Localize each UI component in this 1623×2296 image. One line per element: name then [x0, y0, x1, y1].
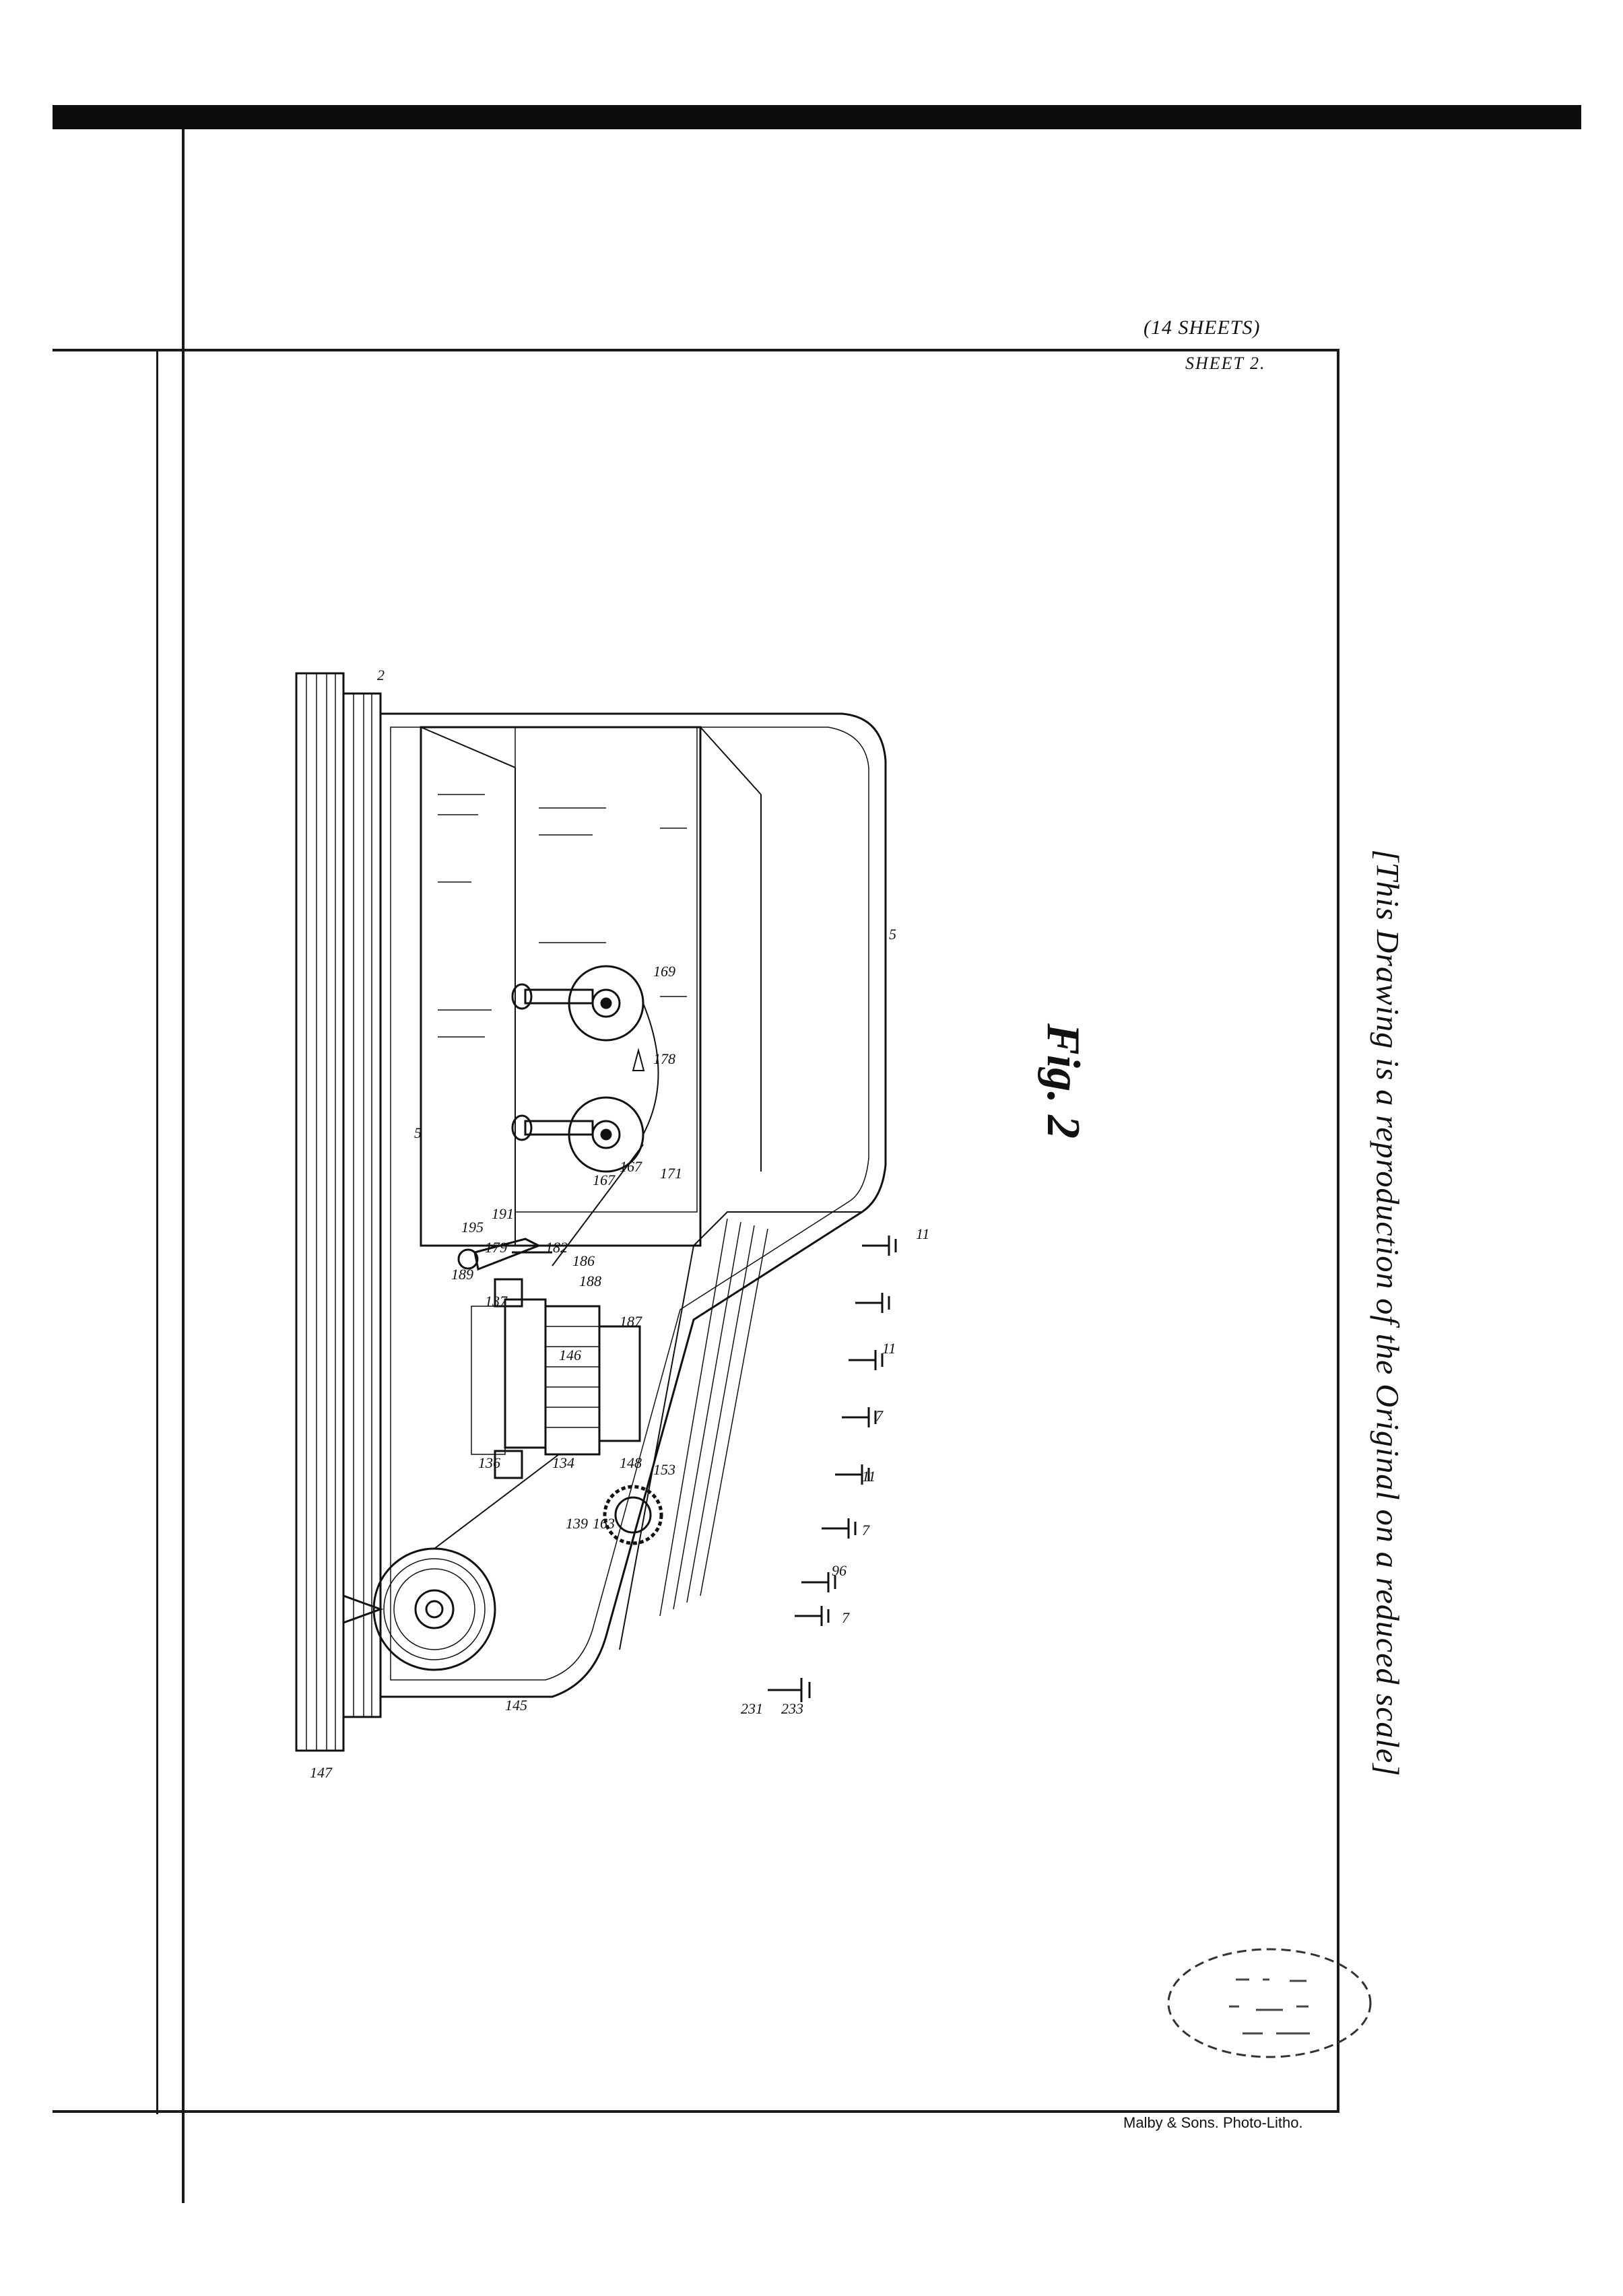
- ref-7-b: 7: [862, 1522, 870, 1539]
- case-body: [379, 712, 887, 1698]
- tape-line-167: [552, 1144, 644, 1267]
- ref-11-a: 11: [916, 1225, 929, 1242]
- top-border-bar: [53, 105, 1581, 129]
- left-margin-line: [182, 129, 185, 2203]
- printer-credit: Malby & Sons. Photo-Litho.: [1123, 2114, 1303, 2131]
- spool-169: [511, 965, 644, 1042]
- ref-163: 163: [593, 1515, 615, 1532]
- pin-178: [632, 1048, 645, 1071]
- ref-191: 191: [492, 1205, 514, 1222]
- frame-top-line: [53, 349, 1339, 351]
- left-outer-frame-line: [156, 350, 158, 2114]
- ref-137: 137: [485, 1293, 508, 1310]
- ref-11-c: 11: [862, 1468, 875, 1485]
- ref-189: 189: [451, 1266, 473, 1283]
- ref-167-b: 167: [593, 1172, 616, 1188]
- lever-assembly: [457, 1238, 552, 1271]
- sheets-count-label: (14 SHEETS): [1144, 316, 1261, 339]
- ref-145: 145: [505, 1697, 527, 1714]
- ref-179: 179: [485, 1239, 507, 1256]
- ref-147: 147: [310, 1764, 333, 1781]
- frame-bottom-line: [53, 2110, 1339, 2113]
- ref-134: 134: [552, 1454, 574, 1471]
- ref-11-b: 11: [882, 1340, 896, 1357]
- caption-container: [This Drawing is a reproduction of the O…: [1357, 768, 1418, 1858]
- key-feet: [768, 1236, 897, 1702]
- paper-strip: [434, 1454, 560, 1549]
- ref-169: 169: [653, 963, 675, 980]
- ref-5-upper: 5: [414, 1124, 422, 1141]
- ref-96: 96: [832, 1562, 847, 1579]
- ref-182: 182: [545, 1239, 568, 1256]
- ref-167-a: 167: [620, 1158, 642, 1175]
- ref-195: 195: [461, 1219, 484, 1236]
- ref-178: 178: [653, 1050, 675, 1067]
- paper-roll-145: [342, 1547, 496, 1671]
- ref-139: 139: [566, 1515, 588, 1532]
- ref-7-c: 7: [842, 1609, 850, 1626]
- ref-153: 153: [653, 1461, 675, 1478]
- ref-5-lower: 5: [889, 926, 896, 943]
- reproduction-caption: [This Drawing is a reproduction of the O…: [1369, 849, 1405, 1777]
- printing-wheels: [471, 1278, 641, 1479]
- ref-233: 233: [781, 1700, 803, 1717]
- ref-146: 146: [559, 1347, 581, 1363]
- frame-right-line: [1337, 349, 1339, 2113]
- gear-wheel: [603, 1485, 663, 1545]
- ref-7-a: 7: [875, 1407, 884, 1424]
- sheet-number-label: SHEET 2.: [1185, 353, 1266, 373]
- ref-186: 186: [572, 1252, 595, 1269]
- ref-188: 188: [579, 1273, 601, 1289]
- ref-136: 136: [478, 1454, 500, 1471]
- patent-drawing-fig2: 2 5 5 169 178 171 167 167 191 195 189 17…: [295, 667, 929, 1781]
- top-rail: [295, 672, 382, 1752]
- figure-label: Fig. 2: [1037, 1023, 1089, 1139]
- ref-187: 187: [620, 1313, 642, 1330]
- ref-231: 231: [741, 1700, 763, 1717]
- ref-171: 171: [660, 1165, 682, 1182]
- ref-2: 2: [377, 667, 385, 683]
- library-stamp: [1167, 1948, 1372, 2058]
- tape-loop: [642, 1003, 659, 1135]
- ref-148: 148: [620, 1454, 642, 1471]
